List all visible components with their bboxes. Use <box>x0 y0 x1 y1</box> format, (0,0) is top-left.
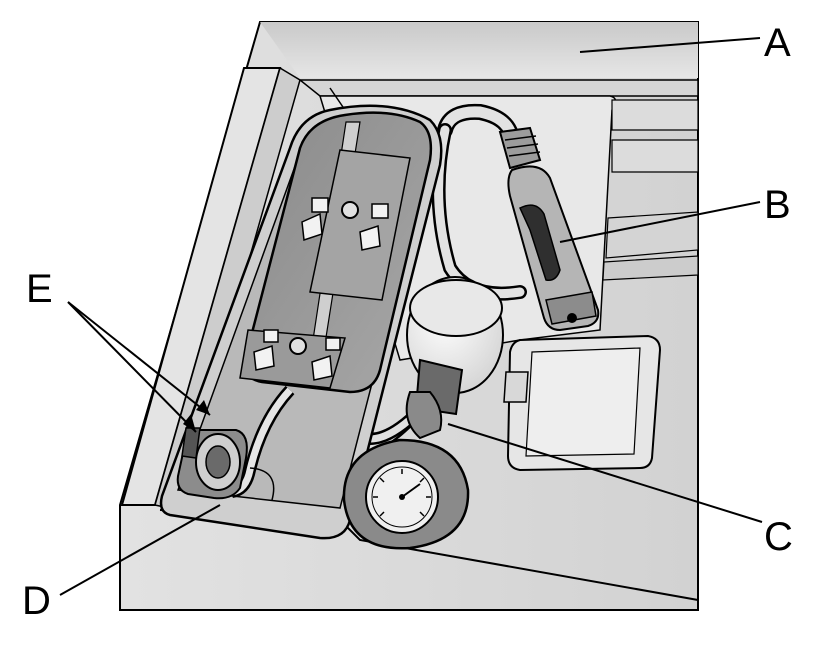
leader-line-d <box>59 504 221 596</box>
arrowheads <box>183 400 210 432</box>
tire-inflator-compressor-icon <box>239 111 433 394</box>
side-cover-panel <box>503 334 662 472</box>
callout-label-c: C <box>764 515 793 559</box>
callout-label-e: E <box>26 267 53 311</box>
leader-line-c <box>447 423 763 523</box>
leader-line-e1 <box>67 301 211 416</box>
cord-storage-socket <box>176 427 248 500</box>
callout-label-d: D <box>22 579 51 623</box>
pressure-gauge-icon <box>342 438 470 550</box>
callout-label-b: B <box>764 183 791 227</box>
leader-lines <box>59 37 763 596</box>
power-plug-icon <box>498 126 600 332</box>
leader-line-b <box>559 201 761 243</box>
leader-line-a <box>579 37 761 53</box>
gauge-hose <box>405 358 464 440</box>
callout-label-a: A <box>764 21 791 65</box>
leader-line-e2 <box>67 301 197 433</box>
